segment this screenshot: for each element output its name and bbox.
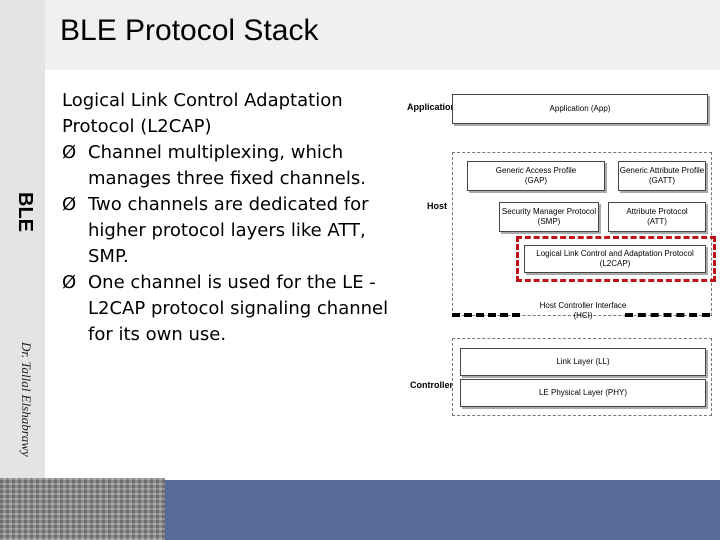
gap-box-abbr: (GAP): [524, 176, 548, 185]
application-label: Application: [407, 102, 456, 112]
bullet-item: Ø Two channels are dedicated for higher …: [62, 192, 412, 270]
intro-line-1: Logical Link Control Adaptation: [62, 90, 343, 111]
controller-label: Controller: [410, 380, 454, 390]
application-box-label: Application (App): [549, 104, 611, 113]
content-text: Logical Link Control Adaptation Protocol…: [62, 88, 412, 348]
bullet-arrow-icon: Ø: [62, 142, 77, 163]
bullet-text: Channel multiplexing, which manages thre…: [88, 142, 366, 189]
smp-box-label: Security Manager Protocol: [501, 207, 597, 216]
bullet-item: Ø One channel is used for the LE -L2CAP …: [62, 270, 412, 348]
gatt-box: Generic Attribute Profile (GATT): [618, 161, 706, 191]
hci-dashed-line-left: [452, 313, 520, 317]
gatt-box-abbr: (GATT): [648, 176, 676, 185]
att-box: Attribute Protocol (ATT): [608, 202, 706, 232]
gatt-box-label: Generic Attribute Profile: [619, 166, 705, 175]
l2cap-box-abbr: (L2CAP): [599, 259, 631, 268]
att-box-abbr: (ATT): [647, 217, 667, 226]
phy-box: LE Physical Layer (PHY): [460, 379, 706, 407]
bullet-arrow-icon: Ø: [62, 272, 77, 293]
bullet-text: One channel is used for the LE -L2CAP pr…: [88, 272, 389, 345]
l2cap-highlight: [516, 236, 716, 282]
gap-box: Generic Access Profile (GAP): [467, 161, 605, 191]
circuit-board-image: [0, 478, 165, 540]
hci-label-line1: Host Controller Interface: [539, 301, 627, 310]
bottom-bar: [165, 480, 720, 540]
title-band: [45, 0, 720, 70]
left-sidebar-strip: [0, 0, 45, 480]
author-name: Dr. Tallal Elshabrawy: [19, 342, 34, 457]
controller-region: [452, 338, 712, 416]
bullet-arrow-icon: Ø: [62, 194, 77, 215]
hci-label: Host Controller Interface (HCI): [528, 301, 638, 321]
l2cap-box-label: Logical Link Control and Adaptation Prot…: [536, 249, 694, 258]
hci-dashed-line-right: [625, 313, 710, 317]
link-layer-box: Link Layer (LL): [460, 348, 706, 376]
application-box: Application (App): [452, 94, 708, 124]
smp-box: Security Manager Protocol (SMP): [499, 202, 599, 232]
side-label-container: BLE: [6, 192, 46, 232]
l2cap-box: Logical Link Control and Adaptation Prot…: [524, 245, 706, 273]
bullet-text: Two channels are dedicated for higher pr…: [88, 194, 369, 267]
bullet-item: Ø Channel multiplexing, which manages th…: [62, 140, 412, 192]
host-region: [452, 152, 712, 316]
hci-label-line2: (HCI): [573, 311, 593, 320]
slide-title: BLE Protocol Stack: [60, 14, 319, 47]
intro-line-2: Protocol (L2CAP): [62, 116, 212, 137]
gap-box-label: Generic Access Profile: [495, 166, 577, 175]
phy-box-label: LE Physical Layer (PHY): [538, 388, 628, 397]
protocol-stack-diagram: Application Host Controller Application …: [400, 88, 720, 428]
smp-box-abbr: (SMP): [537, 217, 561, 226]
att-box-label: Attribute Protocol: [626, 207, 688, 216]
host-label: Host: [427, 201, 447, 211]
link-layer-box-label: Link Layer (LL): [556, 357, 610, 366]
side-label: BLE: [14, 192, 36, 232]
